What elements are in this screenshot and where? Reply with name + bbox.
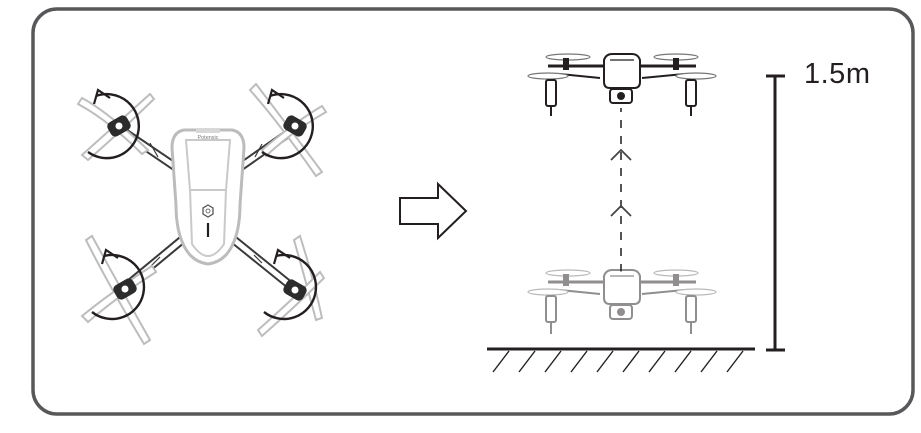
ascent-path [610,108,632,272]
brand-text: Potensic [197,135,218,141]
outer-border [31,7,915,416]
drone-body [170,128,246,266]
ground-line [487,347,755,373]
height-label: 1.5m [804,58,871,90]
propeller-top-right [248,82,328,178]
drone-hovering [527,53,717,116]
drone-on-ground [527,269,717,334]
up-arrow-icon [610,148,632,161]
propeller-bottom-left [80,234,158,346]
right-arrow-icon [399,181,468,241]
propeller-bottom-right [256,234,326,338]
power-button [202,204,214,218]
propeller-top-left [76,88,156,162]
height-scale [766,74,785,352]
drone-top-view: Potensic [76,82,328,346]
